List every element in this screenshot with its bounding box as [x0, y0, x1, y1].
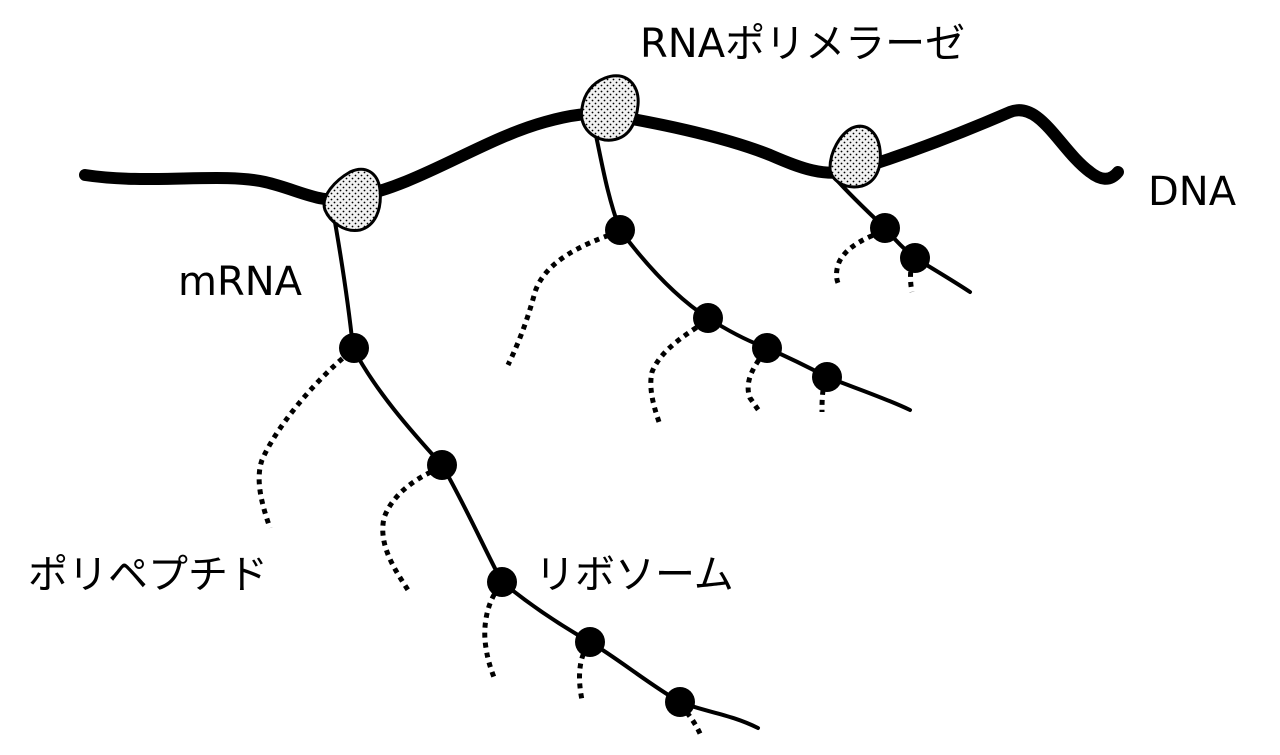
polypeptide-chain: [380, 465, 441, 592]
polypeptide-chain: [745, 350, 767, 414]
ribosomes: [339, 213, 930, 717]
ribosome: [487, 567, 517, 597]
rna-polymerase: [579, 74, 640, 142]
label-ribosome: リボソーム: [535, 552, 734, 598]
label-polypeptide: ポリペプチド: [28, 552, 268, 598]
label-rna-polymerase: RNAポリメラーゼ: [640, 21, 966, 67]
ribosome: [870, 213, 900, 243]
polypeptide-chains: [256, 229, 915, 739]
mrna-strand-1: [330, 203, 760, 730]
polypeptide-chain: [256, 350, 352, 529]
polypeptide-chain: [834, 229, 883, 284]
label-mrna: mRNA: [178, 259, 303, 305]
polypeptide-chain: [648, 319, 707, 426]
rna-polymerase: [322, 167, 382, 232]
mrna-strand-3: [833, 176, 972, 294]
ribosome: [575, 627, 605, 657]
ribosome: [900, 243, 930, 273]
ribosome: [812, 362, 842, 392]
rna-polymerase: [828, 124, 882, 189]
polypeptide-chain: [505, 229, 619, 367]
ribosome: [339, 333, 369, 363]
ribosome: [427, 450, 457, 480]
ribosome: [605, 215, 635, 245]
ribosome: [752, 333, 782, 363]
dna-strand: [79, 104, 1124, 206]
polypeptide-chain: [482, 584, 502, 681]
ribosome: [693, 303, 723, 333]
label-dna: DNA: [1148, 169, 1237, 215]
rna-polymerases: [322, 74, 882, 232]
ribosome: [665, 687, 695, 717]
